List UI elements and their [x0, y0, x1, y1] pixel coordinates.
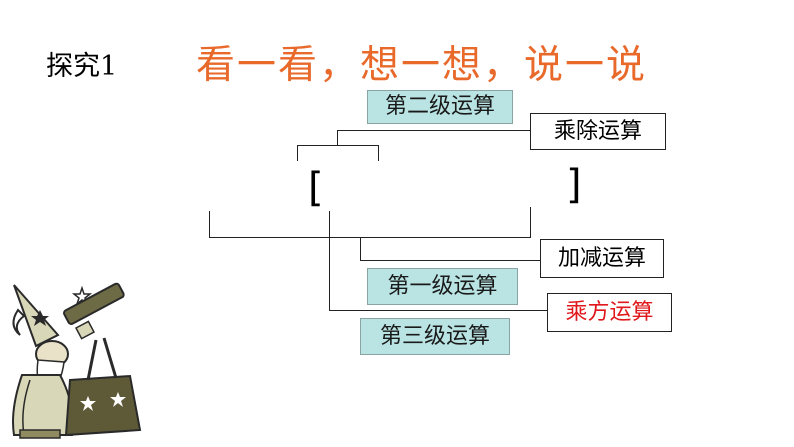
label-second-level: 第二级运算 [367, 90, 513, 124]
label-power: 乘方运算 [547, 293, 672, 332]
page-title: 看一看，想一想，说一说 [196, 43, 648, 88]
wizard-illustration [12, 282, 142, 439]
label-add-sub: 加减运算 [540, 239, 664, 278]
heading: 探究1 [46, 51, 118, 82]
open-bracket: [ [308, 165, 324, 211]
label-mul-div: 乘除运算 [530, 113, 666, 150]
label-third-level: 第三级运算 [360, 318, 510, 355]
label-first-level: 第一级运算 [367, 268, 518, 305]
close-bracket: ] [566, 162, 582, 208]
